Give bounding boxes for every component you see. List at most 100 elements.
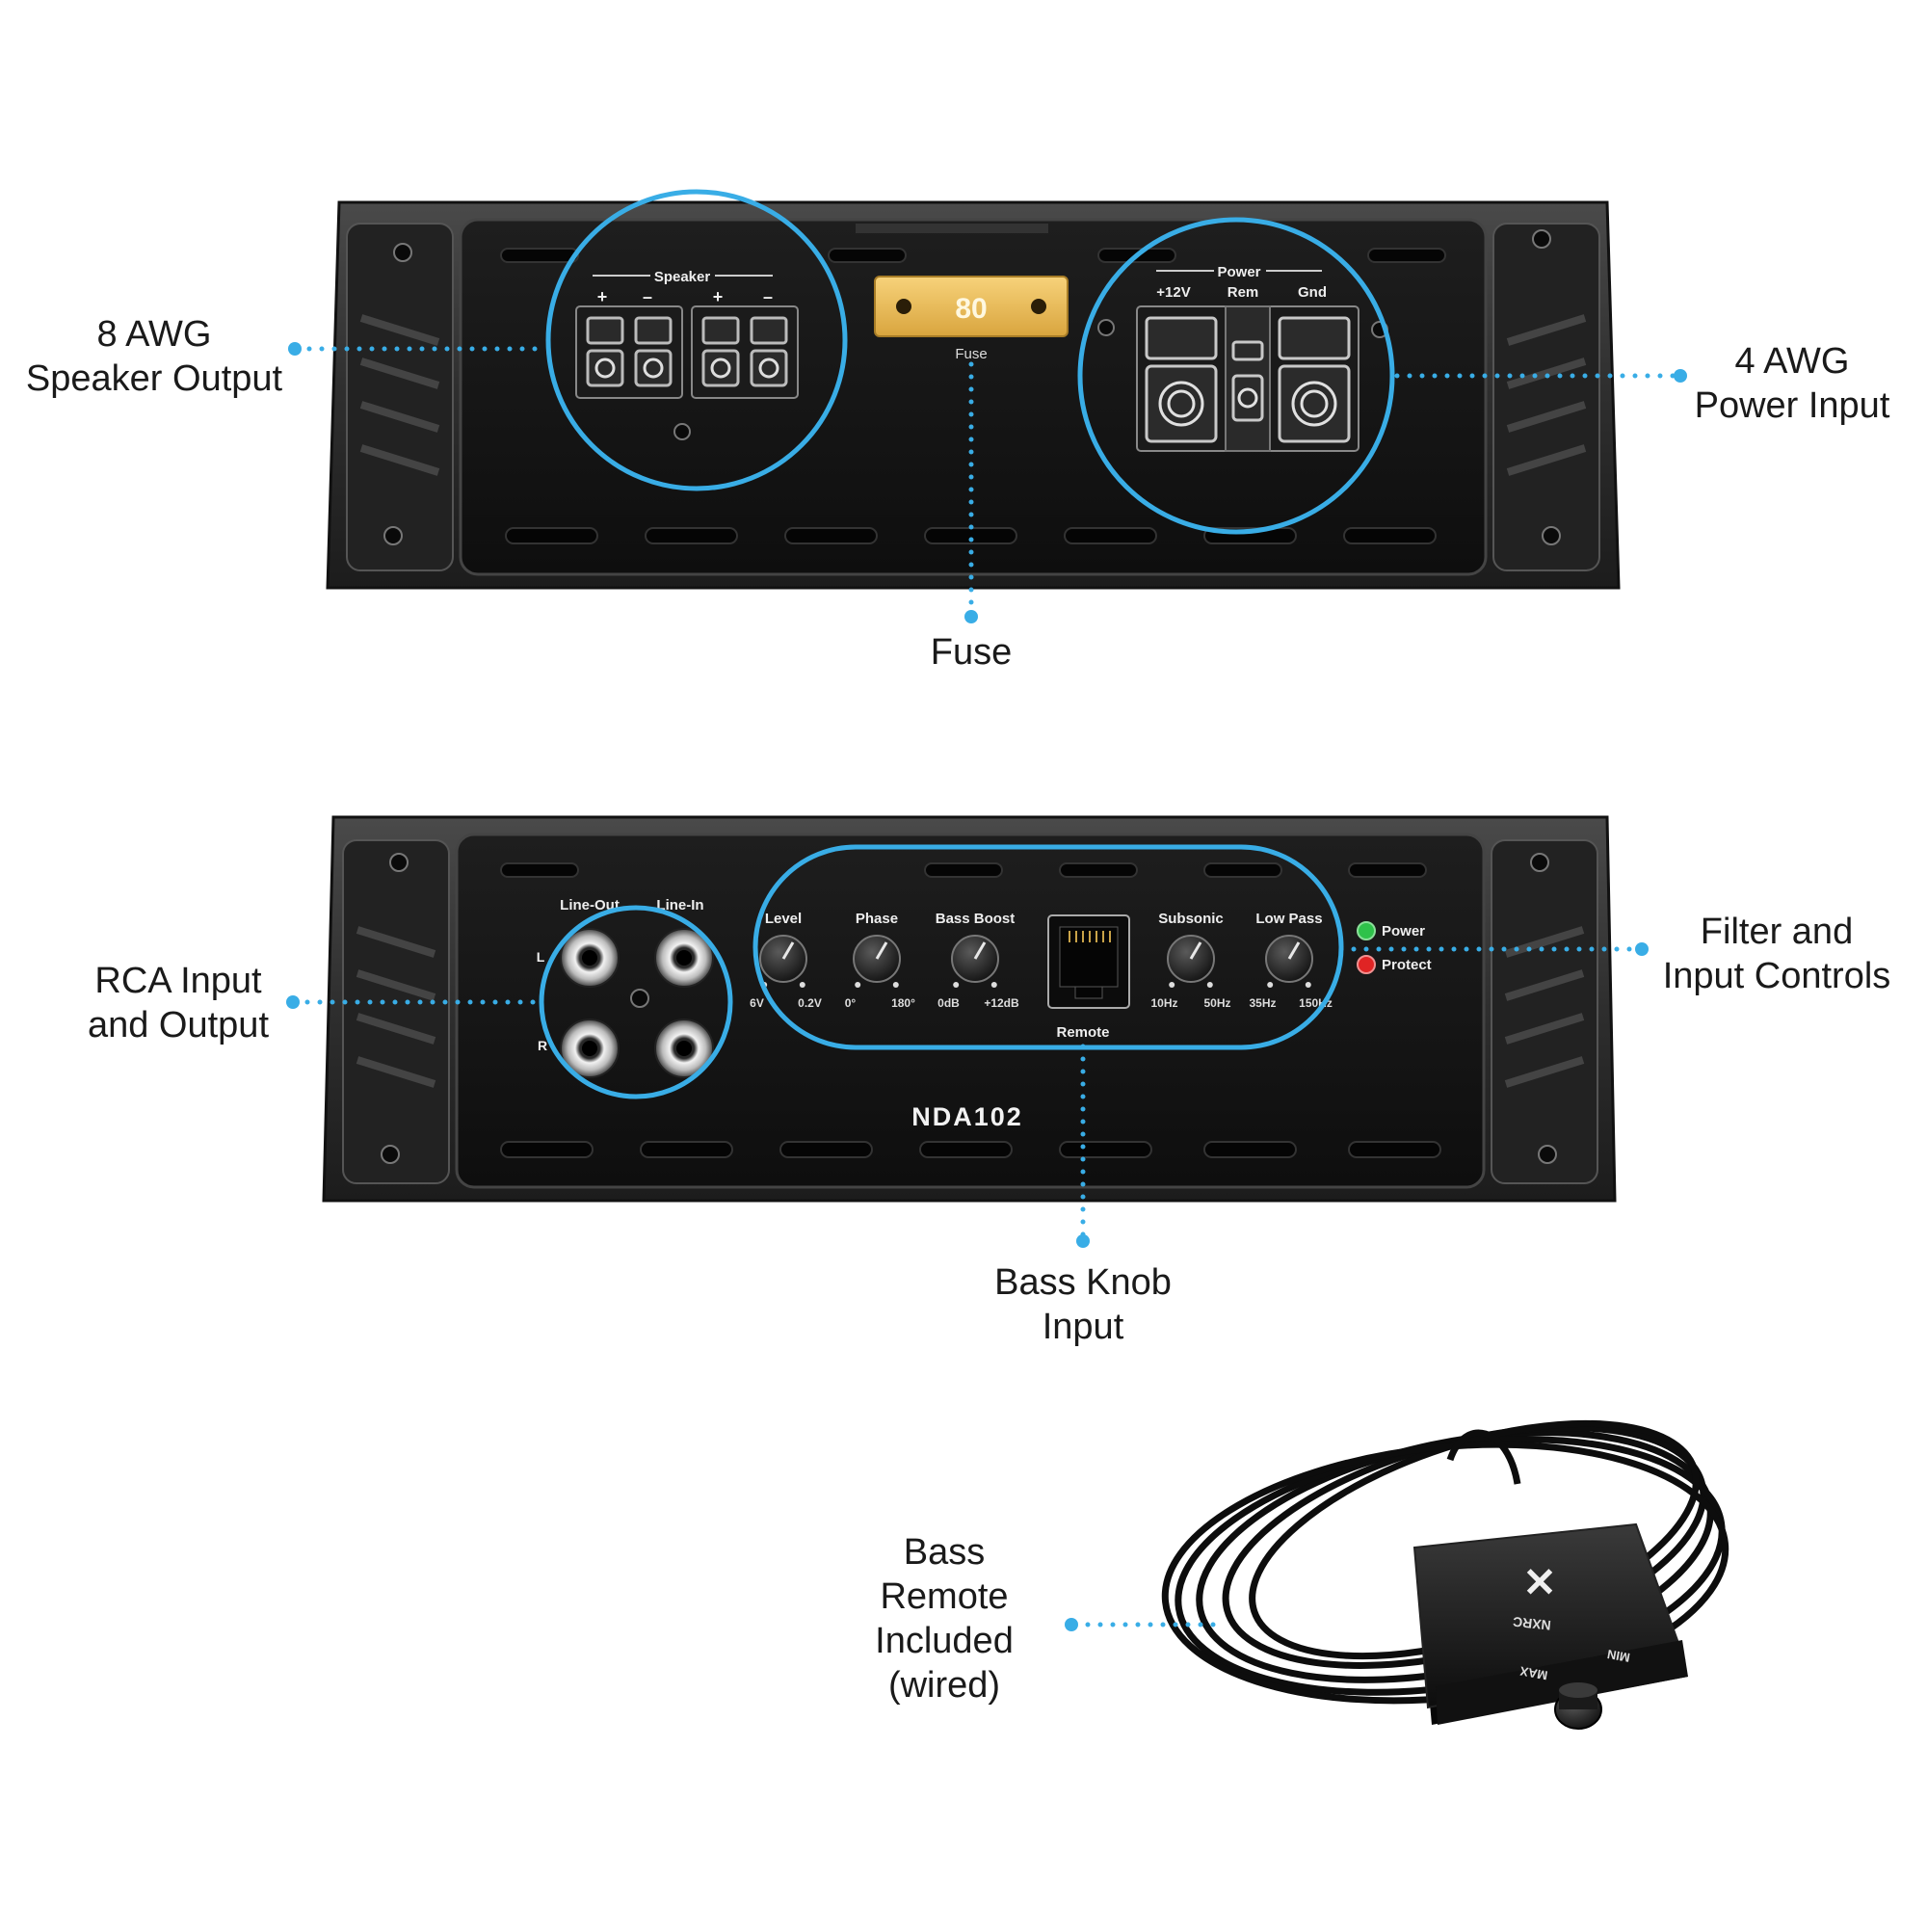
- leader-remote-dot: [1065, 1618, 1078, 1631]
- speaker-highlight-ring: [545, 189, 848, 491]
- remote-logo-mark: ✕: [1522, 1558, 1556, 1603]
- knob-phase-min-tick: [855, 982, 861, 988]
- leader-bass-knob-dot: [1076, 1234, 1090, 1248]
- callout-filter-line1: Filter and: [1700, 912, 1854, 952]
- remote-port-label: Remote: [1056, 1024, 1109, 1041]
- top-screws: [383, 229, 1561, 545]
- rca-left-label: L: [537, 949, 545, 965]
- speaker-header: Speaker: [654, 269, 711, 285]
- power-gnd-label: Gnd: [1298, 284, 1327, 301]
- speaker-pol-1: +: [597, 287, 608, 306]
- knob-level-max-label: 0.2V: [798, 996, 822, 1010]
- top-right-fin: [1492, 223, 1600, 571]
- leader-power-dot: [1674, 369, 1687, 383]
- knob-subsonic[interactable]: Subsonic 10Hz 50Hz: [1150, 911, 1230, 1010]
- knob-bass-boost-pointer: [973, 941, 987, 960]
- speaker-terminal: Speaker + – + –: [575, 269, 799, 399]
- fuse-rating: 80: [955, 293, 987, 325]
- speaker-pol-2: –: [643, 287, 652, 306]
- bass-remote-device: ✕ NXRC MAX MIN: [1161, 1419, 1729, 1730]
- callout-rca-line1: RCA Input: [94, 961, 262, 1001]
- knob-level-max-tick: [799, 982, 805, 988]
- callout-speaker-output: 8 AWG Speaker Output: [19, 312, 289, 401]
- callout-bass-knob-line2: Input: [1042, 1307, 1124, 1347]
- knob-low-pass-pointer: [1287, 941, 1301, 960]
- knob-phase[interactable]: Phase 0° 180°: [845, 911, 915, 1010]
- callout-filter-line2: Input Controls: [1662, 956, 1891, 996]
- callout-power-line1: 4 AWG: [1734, 341, 1850, 382]
- callout-bass-remote: Bass Remote Included (wired): [848, 1530, 1041, 1707]
- leader-lines: [286, 342, 1687, 1631]
- led-protect-label: Protect: [1382, 957, 1432, 973]
- power-header: Power: [1217, 264, 1260, 280]
- knob-subsonic-max-tick: [1206, 982, 1213, 988]
- leader-rca-dot: [286, 995, 300, 1009]
- remote-body: ✕ NXRC MAX MIN: [1412, 1522, 1688, 1730]
- knob-level-min-label: 6V: [750, 996, 764, 1010]
- callout-fuse-line1: Fuse: [930, 632, 1013, 673]
- knob-low-pass-label: Low Pass: [1255, 911, 1322, 927]
- fuse-label: Fuse: [955, 346, 987, 362]
- power-terminal: Power +12V Rem Gnd: [1136, 264, 1359, 452]
- callout-filter-controls: Filter and Input Controls: [1651, 910, 1902, 998]
- knob-subsonic-pointer: [1189, 941, 1202, 960]
- model-label: NDA102: [911, 1102, 1023, 1131]
- callout-power-input: 4 AWG Power Input: [1686, 339, 1898, 428]
- callout-rca: RCA Input and Output: [67, 959, 289, 1047]
- knob-phase-label: Phase: [856, 911, 898, 927]
- callout-fuse: Fuse: [875, 630, 1068, 675]
- knob-low-pass-max-tick: [1305, 982, 1311, 988]
- callout-remote-line4: (wired): [887, 1665, 1001, 1706]
- callout-remote-line2: Remote: [880, 1576, 1009, 1617]
- bottom-face-panel: [455, 833, 1486, 1189]
- knob-bass-boost-min-tick: [953, 982, 960, 988]
- knob-phase-pointer: [875, 941, 888, 960]
- knob-low-pass-min-label: 35Hz: [1249, 996, 1276, 1010]
- power-rem-label: Rem: [1227, 284, 1259, 301]
- speaker-pol-3: +: [713, 287, 724, 306]
- knob-phase-min-label: 0°: [845, 996, 857, 1010]
- rca-line-out-label: Line-Out: [560, 897, 620, 913]
- knob-low-pass-min-tick: [1267, 982, 1274, 988]
- callout-bass-knob: Bass Knob Input: [958, 1260, 1208, 1349]
- rca-line-in-label: Line-In: [656, 897, 703, 913]
- bottom-screws: [381, 853, 1557, 1164]
- knob-phase-max-tick: [892, 982, 899, 988]
- fuse-body: [874, 276, 1069, 337]
- fuse-block: 80 Fuse: [856, 224, 1069, 362]
- callout-speaker-line1: 8 AWG: [96, 314, 212, 355]
- knob-phase-max-label: 180°: [891, 996, 915, 1010]
- led-protect-indicator: [1357, 955, 1376, 974]
- power-12v-label: +12V: [1156, 284, 1190, 301]
- callout-power-line2: Power Input: [1694, 385, 1890, 426]
- callout-rca-line2: and Output: [87, 1005, 270, 1045]
- callout-remote-line3: Included: [875, 1621, 1014, 1661]
- top-left-fin: [346, 223, 454, 571]
- knob-subsonic-min-label: 10Hz: [1150, 996, 1177, 1010]
- remote-max-label: MAX: [1518, 1664, 1548, 1683]
- bottom-left-fin: [342, 839, 450, 1184]
- bottom-right-fin: [1491, 839, 1598, 1184]
- remote-cable-coil: [1161, 1419, 1729, 1705]
- knob-subsonic-max-label: 50Hz: [1203, 996, 1230, 1010]
- remote-port: Remote: [1047, 914, 1130, 1041]
- top-amplifier: Speaker + – + –: [326, 189, 1621, 590]
- knob-bass-boost-max-tick: [990, 982, 997, 988]
- rca-right-label: R: [538, 1038, 547, 1053]
- power-highlight-ring: [1077, 217, 1395, 535]
- knob-level-pointer: [781, 941, 795, 960]
- remote-min-label: MIN: [1606, 1647, 1631, 1665]
- leader-controls-dot: [1635, 942, 1649, 956]
- leader-speaker-dot: [288, 342, 302, 356]
- knob-subsonic-label: Subsonic: [1158, 911, 1224, 927]
- knob-bass-boost-label: Bass Boost: [936, 911, 1016, 927]
- led-power-indicator: [1357, 921, 1376, 940]
- rca-highlight-ring: [539, 905, 733, 1099]
- speaker-pol-4: –: [763, 287, 773, 306]
- led-power-label: Power: [1382, 923, 1425, 940]
